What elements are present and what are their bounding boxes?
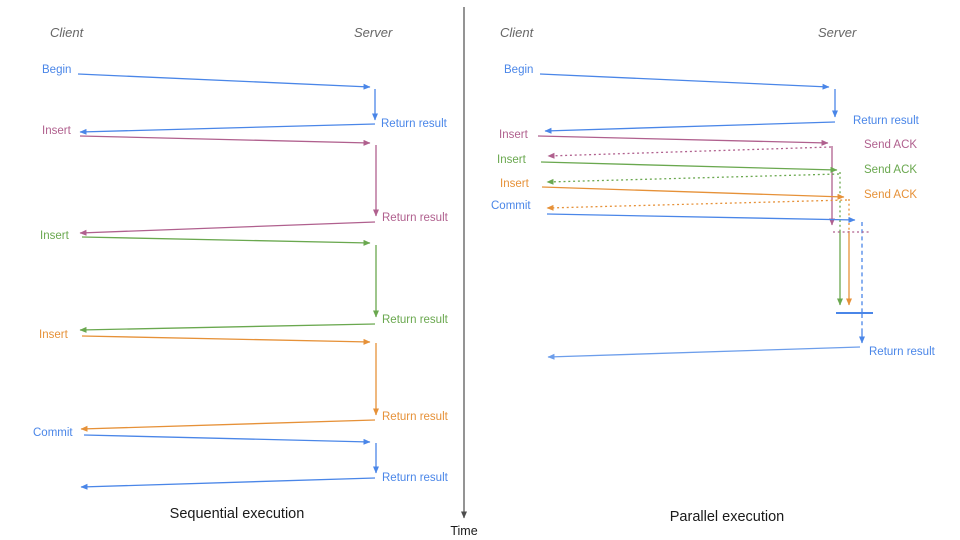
parallel-client-column-header: Client [500,25,534,40]
par-insert1-request [537,135,829,146]
seq-insert1-return [79,221,376,236]
seq-return4-label: Return result [382,411,449,423]
par-insert1-ack [547,146,832,159]
parallel-server-column-header: Server [818,25,857,40]
seq-insert1-request [79,135,371,146]
par-begin-request [539,73,830,90]
par-commit-return [547,346,861,360]
par-insert3-ack [546,199,848,211]
par-insert2-label: Insert [497,154,527,166]
seq-commit-request [83,434,371,445]
sequential-server-column-header: Server [354,25,393,40]
sequential-client-column-header: Client [50,25,84,40]
par-return1-label: Return result [853,115,920,127]
par-ack2-label: Send ACK [864,164,917,176]
seq-insert3-return [80,419,376,432]
par-commit-request [546,213,856,223]
par-ack3-label: Send ACK [864,189,917,201]
seq-begin-label: Begin [42,64,71,76]
par-return2-label: Return result [869,346,936,358]
seq-insert2-return [79,323,376,333]
par-commit-label: Commit [491,200,531,212]
seq-return5-label: Return result [382,472,449,484]
seq-begin-return [79,123,376,135]
time-axis-label: Time [450,524,478,538]
seq-begin-request [77,73,371,90]
par-insert1-label: Insert [499,129,529,141]
par-ack1-label: Send ACK [864,139,917,151]
sequential-panel-title: Sequential execution [169,506,305,522]
par-begin-return [544,121,836,134]
seq-commit-return [80,477,376,490]
seq-return3-label: Return result [382,314,449,326]
seq-return2-label: Return result [382,212,449,224]
seq-insert3-label: Insert [39,329,69,341]
par-insert2-request [540,161,838,173]
par-insert2-ack [546,173,840,185]
seq-insert2-request [81,236,371,246]
seq-return1-label: Return result [381,118,448,130]
par-insert3-request [541,186,845,200]
par-begin-label: Begin [504,64,533,76]
seq-commit-label: Commit [33,427,73,439]
par-insert3-label: Insert [500,178,530,190]
parallel-panel-title: Parallel execution [669,509,785,525]
seq-insert3-request [81,335,371,345]
seq-insert1-label: Insert [42,125,72,137]
seq-insert2-label: Insert [40,230,70,242]
